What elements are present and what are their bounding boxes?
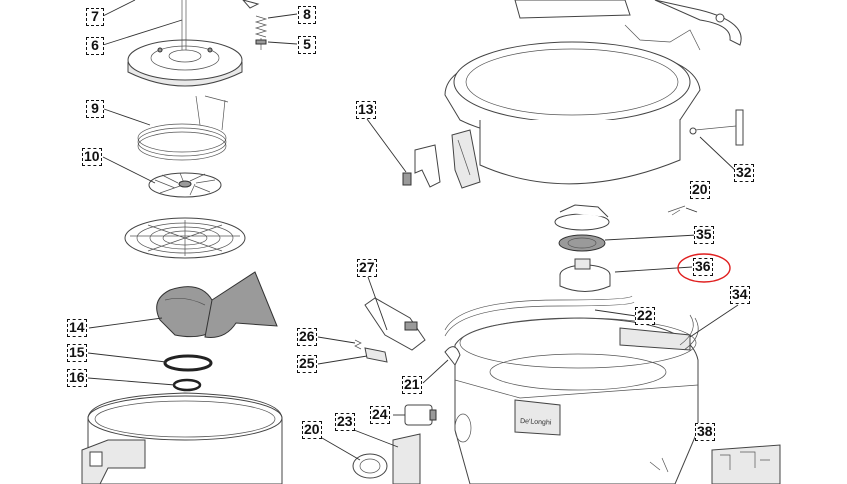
fan-guard-part (124, 217, 246, 259)
callout-14: 14 (67, 319, 87, 337)
callout-15: 15 (67, 344, 87, 362)
callout-24: 24 (370, 406, 390, 424)
cam-plate-part (554, 204, 610, 231)
callout-27: 27 (357, 259, 377, 277)
spring-part-26 (354, 339, 362, 350)
lid-part (444, 0, 742, 185)
callout-22: 22 (635, 307, 655, 325)
pcb-part-38 (711, 444, 781, 484)
callout-10: 10 (82, 148, 102, 166)
seal-ring-15 (163, 354, 213, 372)
callout-26: 26 (297, 328, 317, 346)
leader-lines (87, 0, 739, 461)
seal-ring-16 (172, 378, 202, 392)
callout-5: 5 (298, 36, 316, 54)
wire-harness-part (679, 314, 699, 351)
lever-part-25 (364, 347, 388, 363)
callout-34: 34 (730, 286, 750, 304)
callout-38: 38 (695, 423, 715, 441)
bowl-part (81, 392, 283, 484)
gear-motor-part-36 (559, 258, 611, 292)
handle-paddle-part (156, 271, 278, 338)
clip-part-21 (444, 346, 461, 366)
hinge-pin-part (689, 109, 744, 146)
callout-25: 25 (297, 355, 317, 373)
gear-part-35 (558, 234, 606, 252)
fan-blade-part (148, 172, 222, 198)
brand-logo: De'Longhi (520, 418, 552, 427)
callout-16: 16 (67, 369, 87, 387)
callout-21: 21 (402, 376, 422, 394)
callout-36: 36 (693, 258, 713, 276)
callout-8: 8 (298, 6, 316, 24)
callout-7: 7 (86, 8, 104, 26)
switch-part-24 (404, 404, 437, 426)
callout-6: 6 (86, 37, 104, 55)
base-housing-part (454, 317, 699, 484)
highlight-circle (677, 253, 731, 283)
callout-9: 9 (86, 100, 104, 118)
callout-32: 32 (734, 164, 754, 182)
callout-20-top: 20 (690, 181, 710, 199)
control-panel-part-23 (392, 433, 421, 484)
knob-part-20 (352, 453, 388, 479)
small-screw-20 (667, 205, 686, 216)
latch-assembly-part (364, 297, 426, 351)
callout-23: 23 (335, 413, 355, 431)
svg-text:De'Longhi: De'Longhi (520, 418, 552, 427)
callout-13: 13 (356, 101, 376, 119)
sealing-strip-part (444, 295, 635, 337)
lid-clip-part (402, 129, 481, 189)
motor-cover-part (127, 0, 243, 87)
screws-38 (649, 457, 669, 473)
callout-35: 35 (694, 226, 714, 244)
callout-20-bottom: 20 (302, 421, 322, 439)
spring-part (242, 0, 268, 50)
heating-element-part (137, 95, 229, 161)
